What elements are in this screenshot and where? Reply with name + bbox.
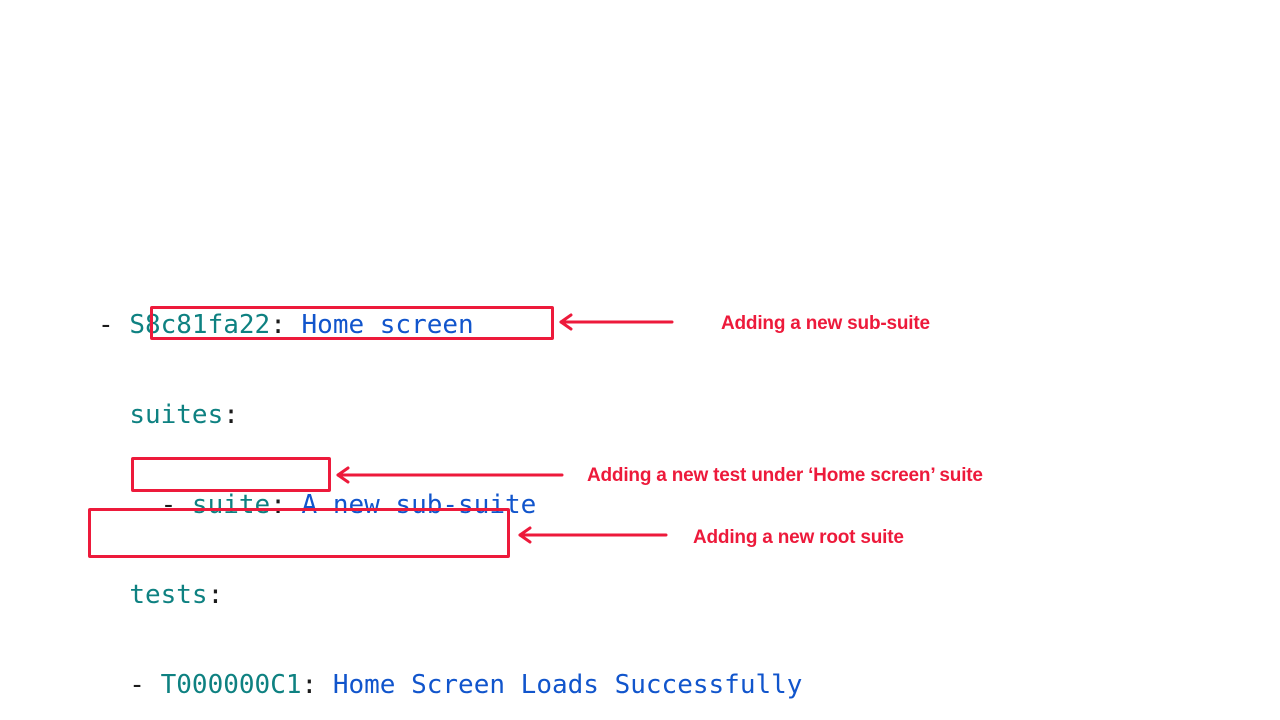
yaml-colon: : xyxy=(270,310,302,340)
yaml-value: A new sub-suite xyxy=(301,490,537,520)
callout-new-test-label: Adding a new test under ‘Home screen’ su… xyxy=(587,465,983,486)
highlight-box-new-sub-suite xyxy=(150,306,554,340)
yaml-colon: : xyxy=(223,400,239,430)
yaml-line-tests-key: tests: xyxy=(98,580,802,610)
highlight-box-new-root-suite xyxy=(88,508,510,558)
callout-new-sub-suite-label: Adding a new sub-suite xyxy=(721,313,930,334)
yaml-indent xyxy=(98,580,129,610)
callout-new-root-suite-label: Adding a new root suite xyxy=(693,527,904,548)
yaml-line-new-sub-suite: - suite: A new sub-suite xyxy=(98,490,802,520)
yaml-key: suite xyxy=(191,490,271,520)
yaml-colon: : xyxy=(270,490,302,520)
yaml-indent xyxy=(98,400,129,430)
yaml-key: tests xyxy=(129,580,208,610)
arrow-left-icon xyxy=(559,313,674,331)
yaml-dash: - xyxy=(98,490,192,520)
yaml-colon: : xyxy=(207,580,224,610)
yaml-line-suites-key: suites: xyxy=(98,400,802,430)
highlight-box-new-test xyxy=(131,457,331,492)
yaml-code-block: - S8c81fa22: Home screen suites: - suite… xyxy=(98,250,802,720)
arrow-left-icon xyxy=(336,466,564,484)
yaml-value: Home screen xyxy=(301,310,474,340)
yaml-line-test-c1: - T000000C1: Home Screen Loads Successfu… xyxy=(98,670,802,700)
yaml-key: suites xyxy=(129,400,224,430)
yaml-key: T000000C1 xyxy=(160,670,302,700)
arrow-left-icon xyxy=(518,526,668,544)
yaml-colon: : xyxy=(301,670,333,700)
yaml-dash: - xyxy=(98,310,130,340)
yaml-dash: - xyxy=(98,670,161,700)
yaml-value: Home Screen Loads Successfully xyxy=(332,670,803,700)
